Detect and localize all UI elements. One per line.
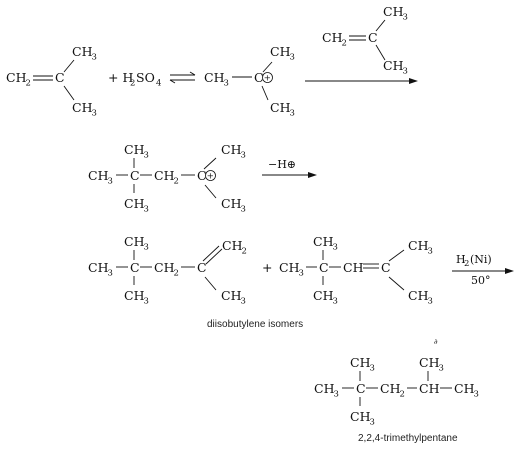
isobutylene-reactant [6,44,97,119]
stray-mark: ∂ [434,338,438,346]
svg-text:CH: CH [343,260,364,275]
reaction-arrow-1 [305,78,418,84]
svg-text:SO: SO [136,70,155,85]
plus-sign: + [262,260,272,275]
diisobutylene-terminal-isomer [88,234,247,307]
svg-text:2: 2 [130,79,135,89]
equilibrium-arrow-icon [169,71,196,84]
svg-text:+ H: + H [108,70,133,85]
diisobutylene-internal-isomer: CH [279,234,433,307]
proton-loss-label: −H⊕ [268,158,296,171]
isomers-caption: diisobutylene isomers [207,319,303,330]
hydrogenation-arrow: H 2 (Ni) 50° [452,253,514,287]
svg-text:CH: CH [419,381,440,396]
svg-text:(Ni): (Ni) [470,253,492,266]
tert-butyl-cation [204,44,295,119]
svg-text:4: 4 [156,79,161,89]
svg-text:H: H [456,253,466,266]
temperature-label: 50° [471,274,491,287]
isobutylene-over-arrow [322,4,408,77]
trimethylpentane-product: CH [314,355,479,428]
proton-loss-arrow: −H⊕ [262,158,317,178]
octyl-carbocation [88,142,246,215]
svg-text:2: 2 [464,259,469,269]
product-caption: 2,2,4-trimethylpentane [358,433,458,444]
